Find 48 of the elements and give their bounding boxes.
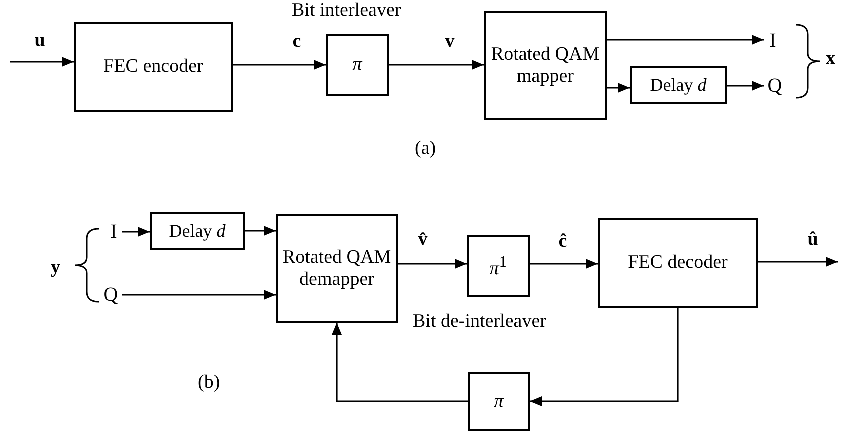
block-box — [326, 34, 389, 96]
block-box — [598, 218, 758, 308]
block-label: π$^{1}$ — [490, 252, 508, 280]
block-box — [74, 22, 233, 112]
block-box — [630, 66, 727, 104]
block-caption: Bit de-interleaver — [413, 311, 546, 333]
figure-label: (b) — [198, 372, 220, 394]
signal-label: Q — [764, 73, 786, 99]
edge-label: u — [34, 30, 46, 52]
block-label: π — [494, 390, 504, 412]
arrow — [727, 81, 764, 91]
arrow — [332, 323, 468, 402]
figure-label: (a) — [415, 138, 436, 160]
arrow — [607, 83, 630, 93]
block-caption: Bit interleaver — [292, 0, 402, 22]
block-box — [150, 212, 245, 250]
arrow — [530, 308, 679, 406]
arrow — [245, 226, 276, 236]
signal-label: Q — [100, 282, 122, 308]
arrow — [122, 290, 276, 300]
arrow — [233, 60, 326, 70]
block-box — [276, 214, 398, 323]
arrow — [530, 259, 598, 269]
edge-label: c — [292, 31, 302, 53]
arrow — [122, 227, 150, 237]
block-box — [467, 235, 530, 297]
signal-label: I — [106, 219, 122, 245]
block-label: Rotated QAM demapper — [282, 246, 392, 290]
block-label: FEC decoder — [628, 252, 728, 274]
block-label: FEC encoder — [104, 56, 204, 78]
edge-label: ĉ — [558, 231, 568, 253]
arrow — [10, 57, 74, 67]
signal-label: x — [826, 48, 836, 70]
arrow — [398, 259, 467, 269]
block-label: Delay d — [169, 220, 226, 242]
arrow — [758, 257, 838, 267]
signal-label: I — [764, 28, 782, 54]
block-box — [468, 372, 530, 431]
edge-label: v — [445, 31, 455, 53]
signal-label: y — [51, 257, 60, 279]
arrow — [389, 60, 484, 70]
edge-label: v̂ — [418, 229, 428, 251]
block-label: π — [352, 54, 362, 76]
arrow — [607, 35, 764, 45]
block-label: Rotated QAM mapper — [490, 44, 601, 88]
block-box — [484, 11, 607, 120]
edge-label: û — [808, 229, 818, 251]
block-label: Delay d — [650, 74, 707, 96]
